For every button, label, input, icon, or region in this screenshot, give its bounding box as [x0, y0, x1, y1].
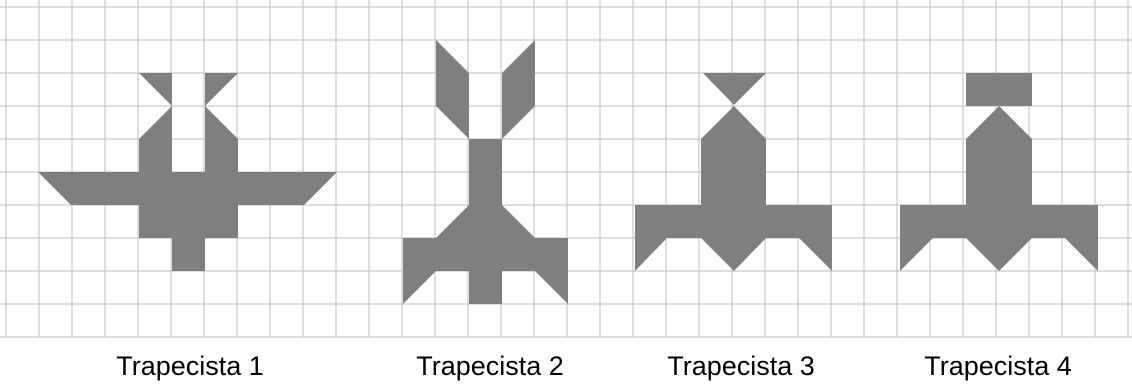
trapecista-2-right-arm	[502, 40, 535, 139]
caption-trapecista-4: Trapecista 4	[924, 351, 1072, 381]
trapecista-4-head	[966, 73, 1032, 106]
square-grid	[0, 0, 1132, 338]
caption-trapecista-2: Trapecista 2	[416, 351, 564, 381]
trapecista-1-right-hand	[205, 73, 238, 106]
caption-trapecista-3: Trapecista 3	[667, 351, 815, 381]
trapecista-2-left-arm	[436, 40, 469, 139]
grid-diagram	[0, 0, 1132, 338]
trapecista-3-body	[635, 106, 832, 271]
trapecista-1-body	[38, 106, 337, 271]
trapecista-1-left-hand	[139, 73, 172, 106]
figure-trapecista-3	[635, 73, 832, 271]
trapecista-2-body	[403, 139, 568, 304]
caption-trapecista-1: Trapecista 1	[116, 351, 264, 381]
trapecista-4-body	[900, 106, 1098, 271]
figure-trapecista-1	[38, 73, 337, 271]
figure-trapecista-2	[403, 40, 568, 304]
trapecista-3-head	[703, 73, 766, 105]
figure-trapecista-4	[900, 73, 1098, 271]
